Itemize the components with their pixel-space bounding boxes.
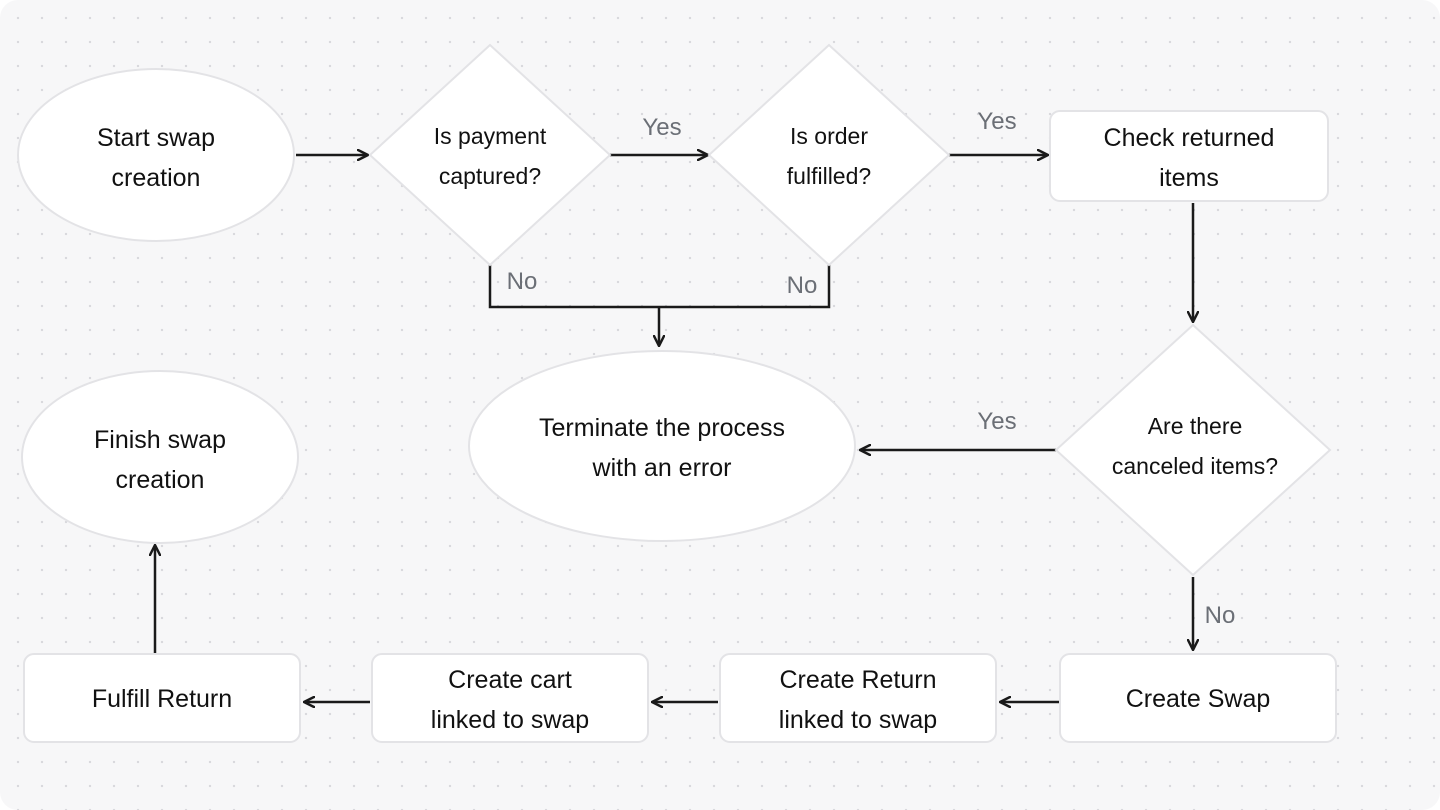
fulfill-return-box: [23, 653, 301, 743]
node-finish: Finish swap creation: [21, 370, 299, 544]
fulfilled-no-label: No: [787, 272, 818, 299]
node-terminate: Terminate the process with an error: [468, 350, 856, 542]
node-start: Start swap creation: [17, 68, 295, 242]
node-create-cart: Create cart linked to swap: [371, 653, 649, 743]
payment-label-line1: Is payment: [434, 123, 547, 149]
node-check-items: Check returned items: [1049, 110, 1329, 202]
node-canceled-decision: Are there canceled items?: [1054, 323, 1332, 577]
fulfill-return-label: Fulfill Return: [92, 685, 232, 713]
finish-label-line2: creation: [116, 466, 205, 494]
create-cart-label-line2: linked to swap: [431, 706, 589, 734]
edges: [155, 155, 1193, 702]
terminate-ellipse: [468, 350, 856, 542]
create-return-box: [719, 653, 997, 743]
payment-yes-label: Yes: [642, 114, 681, 141]
payment-diamond: [368, 43, 612, 267]
canceled-label-line1: Are there: [1148, 413, 1243, 439]
canceled-label-line2: canceled items?: [1112, 453, 1278, 479]
canceled-no-label: No: [1205, 602, 1236, 629]
create-swap-box: [1059, 653, 1337, 743]
node-create-swap: Create Swap: [1059, 653, 1337, 743]
start-label-line2: creation: [112, 164, 201, 192]
start-ellipse: [17, 68, 295, 242]
payment-label-line2: captured?: [439, 163, 541, 189]
fulfilled-label-line1: Is order: [790, 123, 868, 149]
fulfilled-yes-label: Yes: [977, 108, 1016, 135]
edge-no-branches-join: [488, 265, 831, 309]
node-payment-decision: Is payment captured?: [368, 43, 612, 267]
payment-no-label: No: [507, 268, 538, 295]
canceled-yes-label: Yes: [977, 408, 1016, 435]
create-return-label-line2: linked to swap: [779, 706, 937, 734]
canceled-diamond: [1054, 323, 1332, 577]
create-swap-label: Create Swap: [1126, 685, 1271, 713]
create-return-label-line1: Create Return: [779, 666, 936, 694]
finish-ellipse: [21, 370, 299, 544]
check-items-label-line2: items: [1159, 164, 1219, 192]
check-items-box: [1049, 110, 1329, 202]
node-create-return: Create Return linked to swap: [719, 653, 997, 743]
terminate-label-line2: with an error: [592, 454, 732, 482]
node-fulfilled-decision: Is order fulfilled?: [707, 43, 951, 267]
finish-label-line1: Finish swap: [94, 426, 226, 454]
node-fulfill-return: Fulfill Return: [23, 653, 301, 743]
fulfilled-diamond: [707, 43, 951, 267]
start-label-line1: Start swap: [97, 124, 215, 152]
fulfilled-label-line2: fulfilled?: [787, 163, 871, 189]
terminate-label-line1: Terminate the process: [539, 414, 785, 442]
edge-labels: Yes Yes No No Yes No: [507, 108, 1236, 629]
check-items-label-line1: Check returned: [1104, 124, 1275, 152]
create-cart-box: [371, 653, 649, 743]
create-cart-label-line1: Create cart: [448, 666, 572, 694]
